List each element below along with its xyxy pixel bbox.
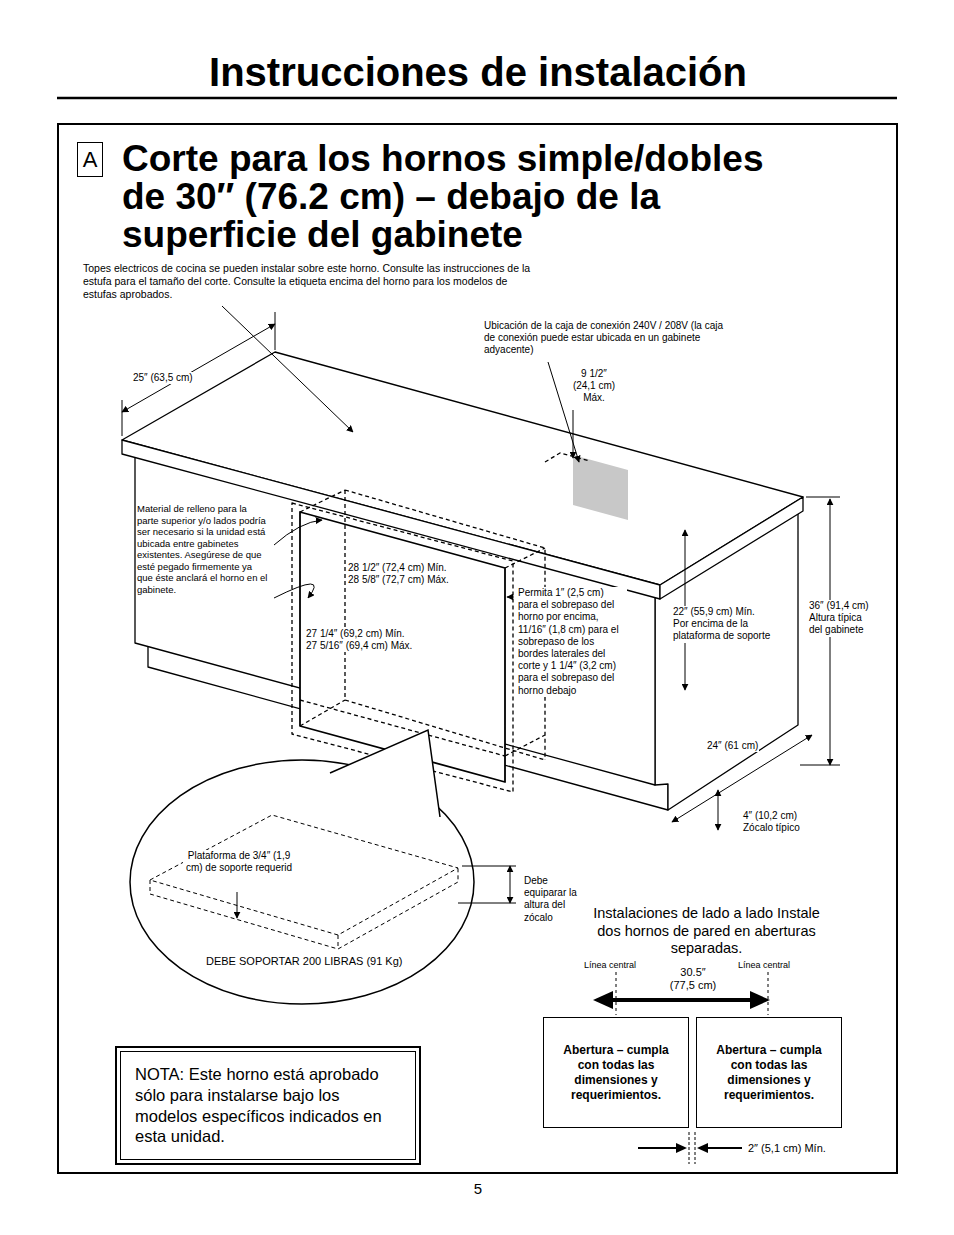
section-letter-box: A bbox=[77, 142, 103, 177]
spacing-arrow bbox=[608, 998, 755, 1002]
dimension: 22″ (55,9 cm) Mín. Por encima de la plat… bbox=[672, 606, 774, 643]
platform-note: Plataforma de 3/4″ (1,9 cm) de soporte r… bbox=[183, 850, 295, 874]
detail-pointer bbox=[330, 730, 440, 817]
page-title: Instrucciones de instalación bbox=[0, 50, 954, 94]
overlap-note: Permita 1″ (2,5 cm) para el sobrepaso de… bbox=[517, 587, 627, 697]
filler-note: Material de relleno para la parte superi… bbox=[136, 503, 270, 596]
leader-curve bbox=[274, 520, 322, 545]
support-platform bbox=[150, 815, 458, 949]
depth-dimension bbox=[672, 735, 812, 822]
cabinet bbox=[122, 352, 803, 810]
dimension: 28 1/2″ (72,4 cm) Mín. 28 5/8″ (72,7 cm)… bbox=[347, 562, 459, 586]
leader-line bbox=[573, 410, 574, 458]
note-box: NOTA: Este horno está aprobado sólo para… bbox=[115, 1046, 421, 1165]
countertop-side bbox=[660, 497, 803, 599]
countertop-edge bbox=[122, 440, 660, 599]
opening-box: Abertura – cumpla con todas las dimensio… bbox=[543, 1017, 689, 1128]
arrowhead bbox=[593, 991, 613, 1009]
depth-dimension bbox=[122, 324, 275, 412]
opening-box: Abertura – cumpla con todas las dimensio… bbox=[696, 1017, 842, 1128]
arrowhead bbox=[697, 1143, 708, 1153]
gap-lines bbox=[689, 1132, 695, 1164]
junction-notch bbox=[545, 453, 590, 462]
dimension: 25″ (63,5 cm) bbox=[132, 372, 194, 384]
dimension: 2″ (5,1 cm) Mín. bbox=[747, 1142, 827, 1155]
page-number: 5 bbox=[462, 1180, 494, 1198]
cooktop-note: Topes electricos de cocina se pueden ins… bbox=[82, 262, 534, 300]
section-letter: A bbox=[78, 146, 102, 174]
kick-dimension bbox=[718, 790, 719, 830]
kick-note: Debe equiparar la altura del zócalo bbox=[523, 875, 585, 924]
gap-arrow bbox=[706, 1147, 742, 1149]
opening-text: Abertura – cumpla con todas las dimensio… bbox=[554, 1043, 678, 1103]
extension-lines bbox=[458, 866, 516, 903]
load-note: DEBE SOPORTAR 200 LIBRAS (91 Kg) bbox=[205, 955, 403, 968]
leader-curve bbox=[274, 584, 314, 598]
junction-box bbox=[573, 455, 628, 520]
side-by-side-note: Instalaciones de lado a lado Instale dos… bbox=[583, 905, 830, 958]
centerline-label: Línea central bbox=[737, 960, 791, 971]
note-text: NOTA: Este horno está aprobado sólo para… bbox=[135, 1064, 401, 1147]
detail-callout bbox=[130, 730, 516, 1004]
title-rule bbox=[57, 97, 897, 100]
leader-line bbox=[507, 597, 514, 598]
junction-box-note: Ubicación de la caja de conexión 240V / … bbox=[483, 320, 730, 357]
arrowhead bbox=[676, 1143, 687, 1153]
dimension: 9 1/2″ (24,1 cm) Máx. bbox=[568, 368, 620, 405]
dimension: 36″ (91,4 cm) Altura típica del gabinete bbox=[808, 600, 876, 637]
detail-pointer-fill bbox=[330, 730, 440, 817]
dimension: 24″ (61 cm) bbox=[706, 740, 759, 752]
dimension: 4″ (10,2 cm) Zócalo típico bbox=[742, 810, 806, 834]
dimension: 27 1/4″ (69,2 cm) Mín. 27 5/16″ (69,4 cm… bbox=[305, 628, 417, 652]
extension-lines bbox=[122, 312, 275, 436]
opening-text: Abertura – cumpla con todas las dimensio… bbox=[707, 1043, 831, 1103]
centerline-label: Línea central bbox=[583, 960, 637, 971]
dimension: 30.5″ (77,5 cm) bbox=[667, 966, 719, 993]
gap-arrow bbox=[638, 1147, 678, 1149]
section-heading: Corte para los hornos simple/dobles de 3… bbox=[122, 140, 802, 254]
dimension-lines bbox=[122, 306, 840, 830]
kick-dimension bbox=[510, 866, 511, 903]
oven-hidden-lines bbox=[300, 490, 545, 760]
leader-line bbox=[222, 306, 353, 432]
arrowhead bbox=[750, 991, 770, 1009]
leader-line bbox=[237, 892, 238, 918]
